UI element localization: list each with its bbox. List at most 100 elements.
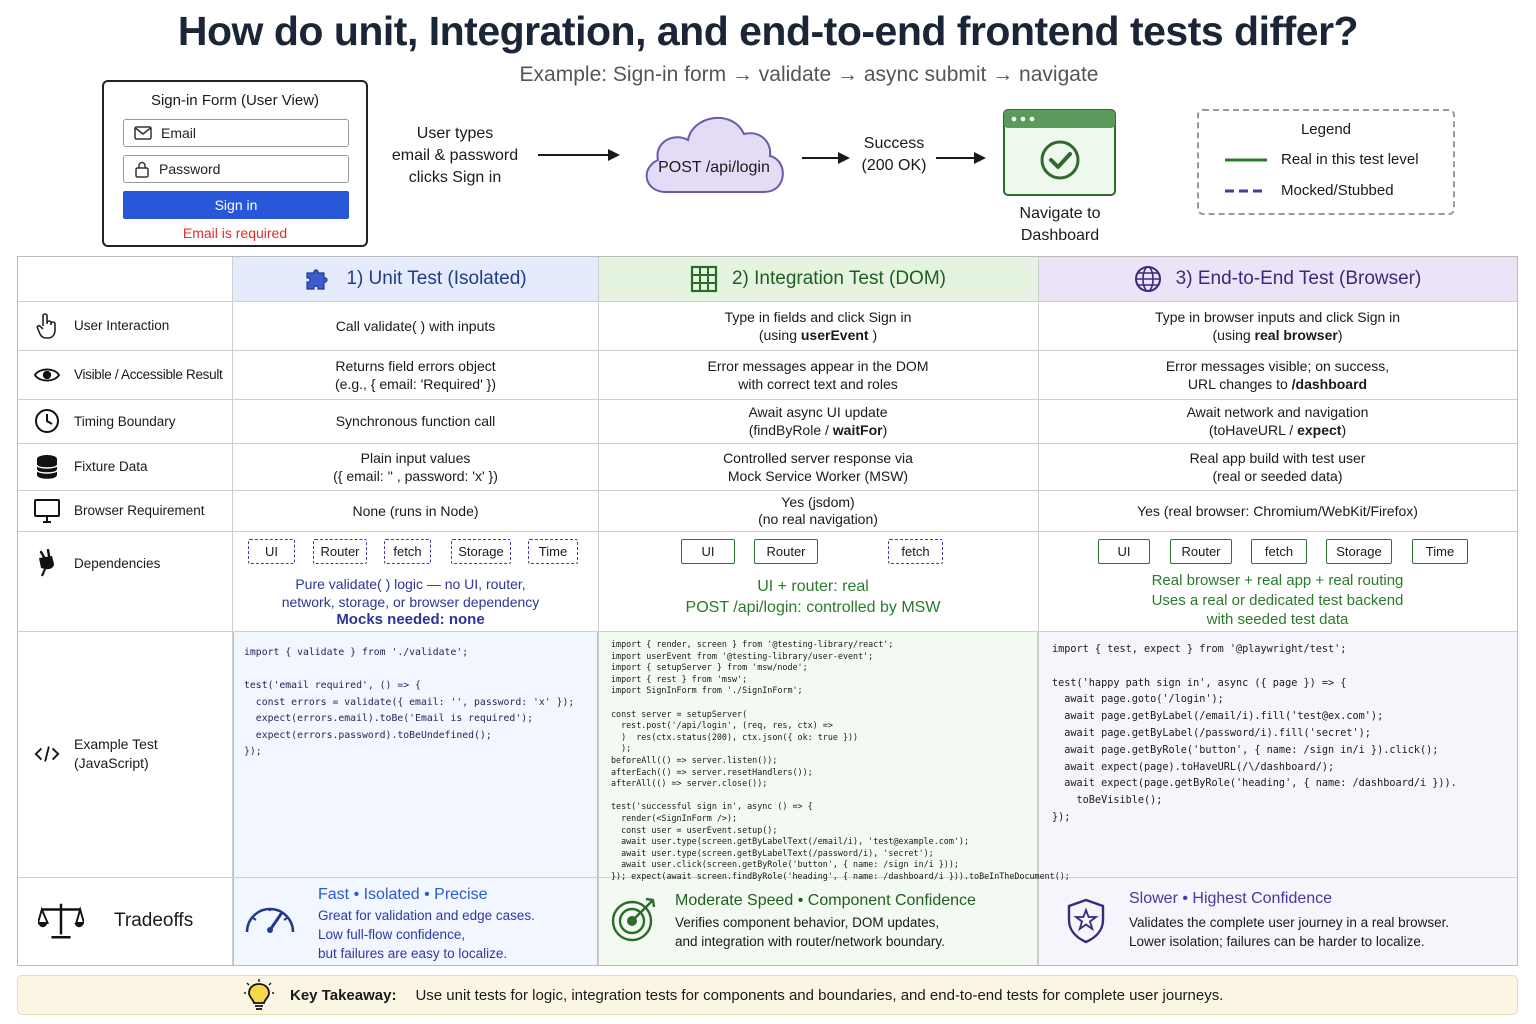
dep-tag-real: fetch (1251, 539, 1307, 564)
dep-line: network, storage, or browser dependency (281, 594, 540, 610)
legend-label: Real in this test level (1281, 151, 1419, 168)
dep-tag-mocked: Storage (451, 539, 511, 564)
column-header-label: 1) Unit Test (Isolated) (346, 268, 527, 289)
cell-e2e-visible-result: Error messages visible; on success,URL c… (1038, 350, 1517, 399)
solid-line-swatch (1225, 158, 1267, 161)
cell-line: Error messages appear in the DOM (707, 357, 929, 374)
dep-tag-mocked: Router (313, 539, 367, 564)
browser-window-success-icon (1003, 109, 1116, 196)
cell-line: None (runs in Node) (352, 502, 479, 519)
dep-tag-real: UI (681, 539, 735, 564)
mail-icon (134, 126, 152, 140)
dep-unit-text: Pure validate( ) logic — no UI, router, … (233, 575, 588, 629)
dep-integration-text: UI + router: real POST /api/login: contr… (598, 576, 1028, 618)
e2e-code-block: import { test, expect } from '@playwrigh… (1052, 644, 1457, 823)
user-action-line: User types (416, 125, 494, 142)
dep-tag-real: Storage (1326, 539, 1392, 564)
dep-line: Pure validate( ) logic — no UI, router, (295, 576, 526, 592)
legend-item-real: Real in this test level (1225, 151, 1419, 168)
puzzle-icon (306, 269, 328, 290)
cell-line: Yes (real browser: Chromium/WebKit/Firef… (1137, 502, 1418, 519)
dep-tag-real: Router (1170, 539, 1232, 564)
user-action-line: clicks Sign in (408, 169, 502, 186)
email-field[interactable]: Email (123, 119, 349, 147)
cell-integration-browser: Yes (jsdom)(no real navigation) (598, 490, 1038, 531)
dep-line: POST /api/login: controlled by MSW (685, 599, 941, 616)
row-label-timing: Timing Boundary (18, 399, 232, 443)
row-label-fixture: Fixture Data (18, 443, 232, 490)
unit-header-bg (233, 257, 598, 301)
tradeoff-line: and integration with router/network boun… (675, 934, 945, 949)
cell-line: (using userEvent ) (758, 326, 878, 343)
target-icon (611, 897, 656, 942)
speedometer-icon (245, 907, 295, 933)
cell-line: URL changes to /dashboard (1187, 375, 1368, 392)
cell-integration-user-interaction: Type in fields and click Sign in(using u… (598, 301, 1038, 350)
grid-icon (690, 265, 718, 293)
cell-unit-browser: None (runs in Node) (233, 490, 598, 531)
pointer-hand-icon (36, 312, 56, 339)
dep-line: with seeded test data (1206, 611, 1349, 628)
cell-line: (e.g., { email: 'Required' }) (335, 375, 496, 392)
column-header-unit: 1) Unit Test (Isolated) (233, 257, 598, 301)
row-label-text: Timing Boundary (74, 413, 176, 429)
tradeoff-integration-title: Moderate Speed • Component Confidence (675, 892, 976, 909)
page-subtitle: Example: Sign-in form → validate → async… (519, 63, 1099, 86)
row-label-browser: Browser Requirement (18, 490, 232, 531)
comparison-table: 1) Unit Test (Isolated) 2) Integration T… (17, 256, 1518, 966)
tradeoff-line: Lower isolation; failures can be harder … (1129, 934, 1425, 949)
signin-button[interactable]: Sign in (123, 191, 349, 219)
user-action-line: email & password (391, 147, 519, 164)
navigate-text: Navigate to Dashboard (990, 203, 1130, 247)
legend-label: Mocked/Stubbed (1281, 182, 1394, 199)
row-label-user-interaction: User Interaction (18, 301, 232, 350)
plug-icon (39, 549, 54, 577)
column-header-label: 2) Integration Test (DOM) (731, 268, 946, 289)
column-header-integration: 2) Integration Test (DOM) (598, 257, 1038, 301)
row-label-example: Example Test (JavaScript) (18, 631, 232, 877)
email-error-message: Email is required (182, 225, 288, 241)
cell-unit-fixture: Plain input values({ email: '' , passwor… (233, 443, 598, 490)
e2e-header-bg (1038, 257, 1517, 301)
dep-tag-real: Time (1412, 539, 1468, 564)
cell-line: Type in browser inputs and click Sign in (1154, 308, 1401, 325)
cell-line: Plain input values (360, 449, 471, 466)
row-label-tradeoffs: Tradeoffs (18, 877, 232, 965)
legend: Legend Real in this test level Mocked/St… (1197, 109, 1455, 215)
column-header-e2e: 3) End-to-End Test (Browser) (1038, 257, 1517, 301)
clock-icon (35, 409, 59, 433)
dep-line-bold: Mocks needed: none (336, 611, 485, 628)
password-field[interactable]: Password (123, 155, 349, 183)
row-label-dependencies: Dependencies (18, 531, 232, 595)
tradeoff-unit-title: Fast • Isolated • Precise (318, 886, 488, 903)
dep-line: Real browser + real app + real routing (1151, 572, 1404, 589)
unit-code-block: import { validate } from './validate'; t… (244, 647, 575, 757)
cell-line: (using real browser) (1212, 326, 1343, 343)
dashed-line-swatch (1225, 189, 1267, 192)
rows-bg (233, 301, 1517, 631)
tradeoff-line: Validates the complete user journey in a… (1129, 915, 1450, 930)
tradeoff-unit-body: Great for validation and edge cases. Low… (318, 906, 535, 963)
cell-line: Await network and navigation (1186, 404, 1369, 420)
integration-header-bg (598, 257, 1038, 301)
cell-unit-timing: Synchronous function call (233, 399, 598, 443)
cell-e2e-timing: Await network and navigation(toHaveURL /… (1038, 399, 1517, 443)
dep-e2e-text: Real browser + real app + real routing U… (1038, 571, 1517, 630)
database-icon (36, 454, 58, 479)
cell-line: (findByRole / waitFor) (748, 422, 888, 438)
lightbulb-icon (244, 979, 274, 1010)
tradeoff-line: Low full-flow confidence, (318, 927, 466, 942)
cell-e2e-user-interaction: Type in browser inputs and click Sign in… (1038, 301, 1517, 350)
dep-tag-mocked: fetch (888, 539, 943, 564)
dep-tag-real: UI (1098, 539, 1150, 564)
cell-line: Await async UI update (748, 404, 888, 420)
tradeoff-e2e-title: Slower • Highest Confidence (1129, 890, 1333, 907)
dep-tag-mocked: fetch (384, 539, 431, 564)
cell-line: Returns field errors object (335, 357, 496, 374)
row-label-text: Visible / Accessible Result (74, 367, 223, 382)
cell-unit-user-interaction: Call validate( ) with inputs (233, 301, 598, 350)
tradeoff-line: Great for validation and edge cases. (318, 908, 535, 923)
column-header-label: 3) End-to-End Test (Browser) (1175, 268, 1422, 289)
scales-icon (38, 903, 84, 939)
